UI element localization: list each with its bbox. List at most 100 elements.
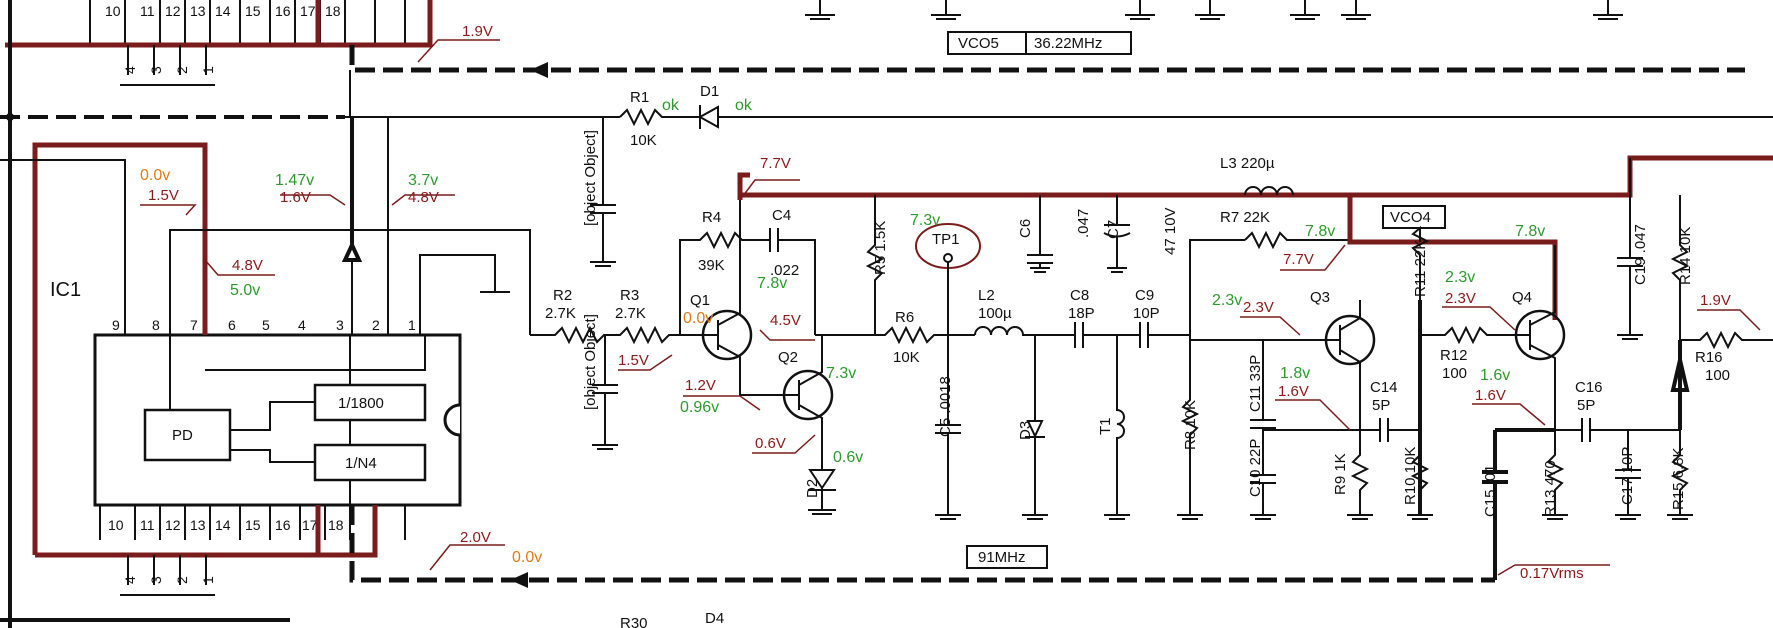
r3-value: 2.7K — [615, 305, 646, 322]
pin-8: 8 — [152, 317, 160, 333]
c19-label: C19 .047 — [1632, 224, 1649, 285]
printed-4-8v-b: 4.8V — [232, 257, 263, 274]
c5-label: C5 .0018 — [937, 376, 954, 437]
c15-capacitor — [1482, 428, 1555, 580]
c1-name: [object Object] — [582, 314, 599, 410]
freq-top-box — [1025, 31, 1132, 55]
switch-label-2: 2 — [174, 66, 190, 74]
c16-name: C16 — [1575, 379, 1603, 396]
l2-value: 100µ — [978, 305, 1012, 322]
c8-value: 18P — [1068, 305, 1095, 322]
printed-4-8v-a: 4.8V — [408, 189, 439, 206]
l2-inductor — [974, 326, 1065, 336]
c10-label: C10 22P — [1247, 439, 1264, 497]
c7-name: C7 — [1105, 220, 1122, 239]
tp1-c5-path — [935, 262, 961, 520]
printed-0-6v: 0.6V — [755, 435, 786, 452]
c14-capacitor — [1360, 418, 1420, 442]
r2-name: R2 — [553, 287, 572, 304]
vco5-label: VCO5 — [958, 35, 999, 52]
c11-label: C11 33P — [1247, 355, 1264, 412]
printed-1-6v-c: 1.6V — [1475, 387, 1506, 404]
l2-name: L2 — [978, 287, 995, 304]
ic1-name: IC1 — [50, 279, 81, 301]
switch-label-4b: 4 — [122, 576, 138, 584]
meas-1-47v: 1.47v — [275, 172, 314, 189]
top-dashed-bus — [349, 45, 1745, 73]
printed-1-5v-a: 1.5V — [148, 187, 179, 204]
r2-value: 2.7K — [545, 305, 576, 322]
q1-transistor — [701, 309, 753, 361]
c6-value: .047 — [1075, 209, 1092, 238]
meas-7-8v-b: 7.8v — [1305, 223, 1335, 240]
r8-resistor — [1177, 239, 1245, 520]
c8-name: C8 — [1070, 287, 1089, 304]
r10-resistor — [1407, 454, 1433, 520]
r5-label: R5 1.5K — [872, 221, 889, 275]
top-switch: 4 3 2 1 — [120, 45, 216, 86]
meas-1-6v: 1.6v — [1480, 367, 1510, 384]
pin-15: 15 — [245, 517, 261, 533]
ok-d1: ok — [735, 97, 753, 114]
printed-2-3v-a: 2.3V — [1243, 299, 1274, 316]
d2-label: D2 — [804, 479, 821, 498]
header-pin-14: 14 — [215, 3, 231, 19]
c14-value: 5P — [1372, 397, 1390, 414]
div1800-label: 1/1800 — [338, 395, 384, 412]
header-pin-18: 18 — [325, 3, 341, 19]
r10-label: R10 10K — [1402, 447, 1419, 505]
r9-resistor — [1347, 430, 1373, 520]
t1-label: T1 — [1097, 417, 1114, 435]
switch-label-1: 1 — [200, 66, 216, 74]
c17-label: C17 10P — [1619, 447, 1636, 505]
meas-1-8v: 1.8v — [1280, 365, 1310, 382]
switch-label-1b: 1 — [200, 576, 216, 584]
pin7-red-trace — [32, 142, 208, 555]
c6-name: C6 — [1017, 219, 1034, 238]
r5-resistor — [865, 195, 885, 335]
header-pin-15: 15 — [245, 3, 261, 19]
c7-capacitor — [1103, 195, 1131, 273]
r16-name: R16 — [1695, 349, 1723, 366]
l3-inductor — [1244, 186, 1294, 196]
r11-resistor — [1411, 225, 1430, 300]
r12-name: R12 — [1440, 347, 1468, 364]
q4-label: Q4 — [1512, 289, 1532, 306]
pin-17: 17 — [302, 517, 318, 533]
c4-name: C4 — [772, 207, 791, 224]
pin-16: 16 — [275, 517, 291, 533]
meas-0-96v: 0.96v — [680, 399, 719, 416]
tp1-label: TP1 — [932, 231, 960, 248]
c6-capacitor — [1027, 195, 1053, 273]
c8-c9-capacitors — [1065, 322, 1190, 348]
freq-top-label: 36.22MHz — [1034, 35, 1102, 52]
r14-label: R14 10K — [1677, 227, 1694, 285]
r4-value: 39K — [698, 257, 725, 274]
pin-2: 2 — [372, 317, 380, 333]
pin1-ground-wire — [419, 254, 510, 335]
meas-0-6v: 0.6v — [833, 449, 863, 466]
printed-0-17vrms: 0.17Vrms — [1520, 565, 1584, 582]
r15-feed — [1670, 340, 1690, 430]
c2-name: [object Object] — [582, 130, 599, 226]
header-pin-13: 13 — [190, 3, 206, 19]
header-pin-16: 16 — [275, 3, 291, 19]
pin-9: 9 — [112, 317, 120, 333]
vco4-box — [1382, 205, 1446, 229]
r16-resistor — [1680, 330, 1773, 350]
r15-resistor — [1667, 430, 1693, 520]
top-header-strip: 10 11 12 13 14 15 16 17 18 — [5, 0, 433, 48]
meas-7-3v-b: 7.3v — [826, 365, 856, 382]
r2-r3-resistors — [530, 325, 705, 345]
r4-c4-network — [679, 228, 816, 335]
r12-value: 100 — [1442, 365, 1467, 382]
switch-label-4: 4 — [122, 66, 138, 74]
r16-value: 100 — [1705, 367, 1730, 384]
pin-13: 13 — [190, 517, 206, 533]
r13-label: R13 470 — [1542, 460, 1559, 517]
pin-4: 4 — [298, 317, 306, 333]
meas-0-0v-a: 0.0v — [140, 167, 170, 184]
header-pin-11: 11 — [140, 3, 155, 19]
printed-2-3v-b: 2.3V — [1445, 290, 1476, 307]
meas-5-0v: 5.0v — [230, 282, 260, 299]
